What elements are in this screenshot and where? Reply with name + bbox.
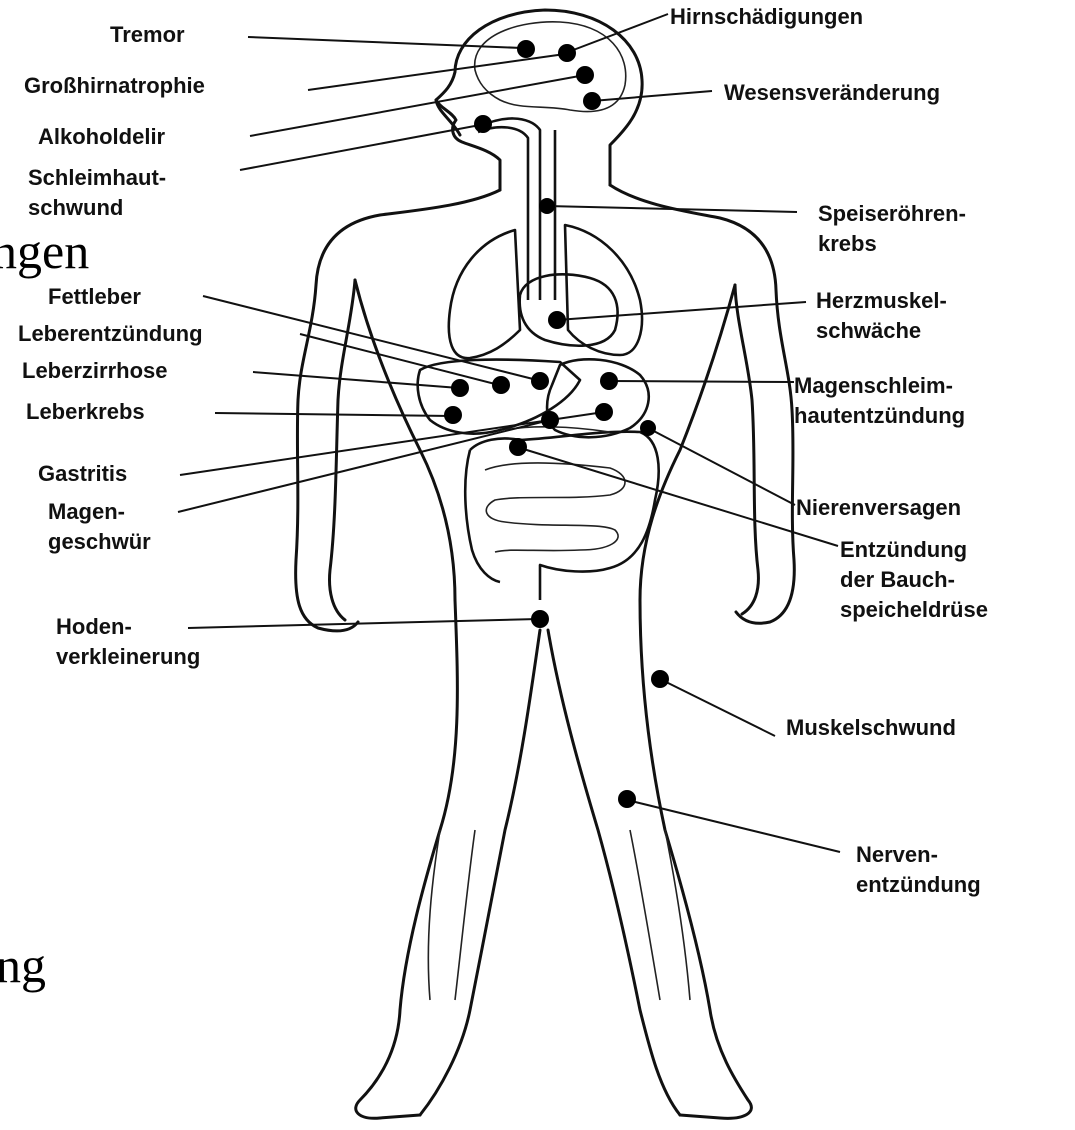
waist-right (640, 285, 735, 600)
marker-muskelschwund (651, 670, 669, 688)
label-speiseroehrenkrebs-2: krebs (818, 231, 877, 256)
marker-hoden (531, 610, 549, 628)
marker-schleimhaut (474, 115, 492, 133)
left-leg-inner (420, 630, 540, 1115)
leader-tremor (248, 37, 522, 48)
leader-hoden (188, 619, 538, 628)
label-herzmuskelschwaeche-2: schwäche (816, 318, 921, 343)
label-tremor: Tremor (110, 22, 185, 47)
large-intestine (465, 432, 658, 600)
label-leberkrebs: Leberkrebs (26, 399, 145, 424)
label-muskelschwund: Muskelschwund (786, 715, 956, 740)
stomach (547, 359, 649, 437)
torso-outline-right (610, 185, 794, 623)
leader-grosshirnatrophie (308, 54, 565, 90)
label-fettleber: Fettleber (48, 284, 141, 309)
leader-herzmuskel (557, 302, 806, 320)
labels-right: Hirnschädigungen Wesensveränderung Speis… (670, 4, 988, 897)
waist-left (355, 280, 455, 600)
marker-magenschleimhaut (600, 372, 618, 390)
leader-muskelschwund (660, 679, 775, 736)
marker-herzmuskel (548, 311, 566, 329)
brain-outline (475, 22, 626, 112)
label-grosshirnatrophie: Großhirnatrophie (24, 73, 205, 98)
label-gastritis: Gastritis (38, 461, 127, 486)
marker-grosshirnatrophie (576, 66, 594, 84)
right-lung (565, 225, 642, 355)
marker-leberkrebs (444, 406, 462, 424)
leader-bauchspeichel (517, 447, 838, 546)
label-wesensveraenderung: Wesensveränderung (724, 80, 940, 105)
left-leg-outer (356, 600, 458, 1118)
marker-hirnschaedigungen (558, 44, 576, 62)
label-bauchspeichel-2: der Bauch- (840, 567, 955, 592)
label-leberentzuendung: Leberentzündung (18, 321, 203, 346)
label-bauchspeichel-3: speicheldrüse (840, 597, 988, 622)
marker-leberentzuendung (492, 376, 510, 394)
marker-bauchspeichel (509, 438, 527, 456)
marker-wesensveraenderung (583, 92, 601, 110)
marker-magengeschwuer (541, 411, 559, 429)
small-intestine (485, 463, 625, 552)
marker-fettleber (531, 372, 549, 390)
label-alkoholdelir: Alkoholdelir (38, 124, 166, 149)
label-magengeschwuer-2: geschwür (48, 529, 151, 554)
human-figure (296, 10, 795, 1118)
marker-gastritis (595, 403, 613, 421)
left-lung (449, 230, 520, 358)
torso-outline-left (296, 190, 500, 631)
face-outline (436, 100, 500, 190)
label-schleimhautschwund-2: schwund (28, 195, 123, 220)
marker-nervenentzuendung (618, 790, 636, 808)
right-arm-inner (735, 285, 758, 614)
label-herzmuskelschwaeche-1: Herzmuskel- (816, 288, 947, 313)
label-speiseroehrenkrebs-1: Speiseröhren- (818, 201, 966, 226)
label-nervenentzuendung-1: Nerven- (856, 842, 938, 867)
marker-nierenversagen (640, 420, 656, 436)
label-magenschleimhaut-1: Magenschleim- (794, 373, 953, 398)
right-leg-inner (548, 630, 680, 1115)
background-text-fragment-2: ng (0, 937, 46, 993)
left-leg-veins (428, 830, 475, 1000)
label-bauchspeichel-1: Entzündung (840, 537, 967, 562)
marker-speiseroehrenkrebs (539, 198, 555, 214)
leader-nervenentzuendung (627, 800, 840, 852)
leader-lines (178, 14, 840, 852)
leader-wesensveraenderung (592, 91, 712, 101)
leader-hirnschaedigungen (568, 14, 668, 52)
labels-left: Tremor Großhirnatrophie Alkoholdelir Sch… (18, 22, 205, 669)
label-hirnschaedigungen: Hirnschädigungen (670, 4, 863, 29)
marker-leberzirrhose (451, 379, 469, 397)
label-hoden-1: Hoden- (56, 614, 132, 639)
leader-fettleber (203, 296, 537, 380)
right-leg-veins (630, 830, 690, 1000)
label-magenschleimhaut-2: hautentzündung (794, 403, 965, 428)
leader-leberzirrhose (253, 372, 459, 388)
marker-tremor (517, 40, 535, 58)
background-text-fragment-1: ngen (0, 223, 89, 279)
label-hoden-2: verkleinerung (56, 644, 200, 669)
label-nervenentzuendung-2: entzündung (856, 872, 981, 897)
leader-magenschleimhaut (608, 381, 794, 382)
leader-alkoholdelir (250, 75, 585, 136)
label-schleimhautschwund-1: Schleimhaut- (28, 165, 166, 190)
label-magengeschwuer-1: Magen- (48, 499, 125, 524)
leader-leberkrebs (215, 413, 452, 416)
label-nierenversagen: Nierenversagen (796, 495, 961, 520)
label-leberzirrhose: Leberzirrhose (22, 358, 168, 383)
